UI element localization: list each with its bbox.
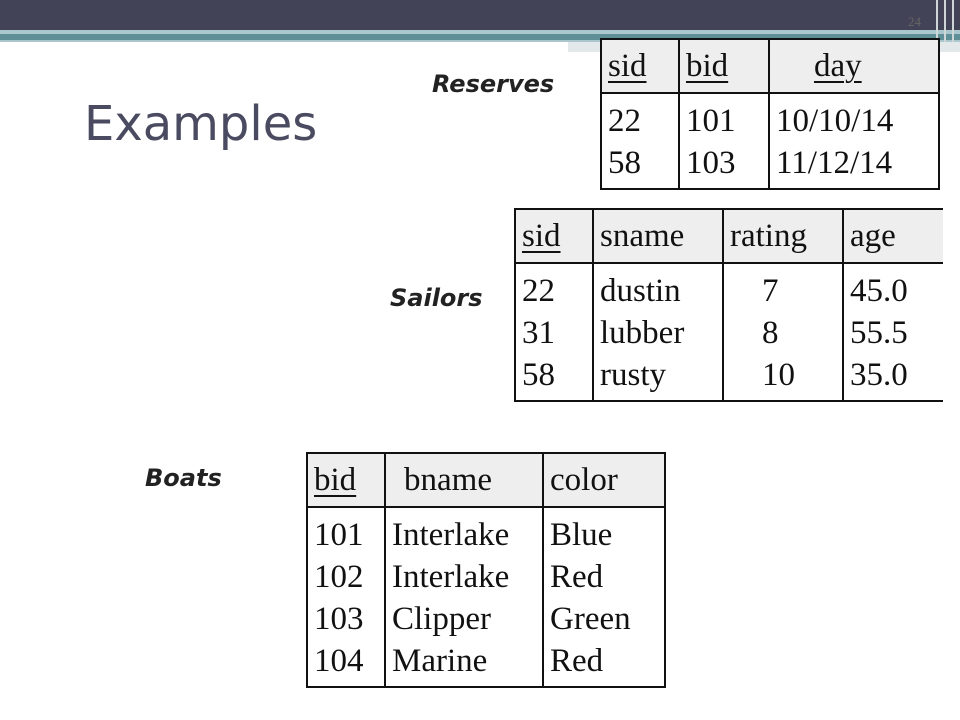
table-cell: 104 — [306, 640, 385, 688]
table-row: 103 Clipper Green — [306, 598, 666, 640]
table-cell: 10 — [722, 354, 843, 402]
slide-vertical-stripe — [944, 0, 946, 42]
column-header: rating — [722, 208, 843, 264]
table-row: 58 rusty 10 35.0 — [514, 354, 943, 402]
column-header: color — [542, 452, 666, 508]
reserves-label: Reserves — [432, 70, 555, 98]
table-cell: lubber — [592, 312, 723, 354]
table-cell: 22 — [600, 93, 679, 142]
column-header: sname — [592, 208, 723, 264]
slide-top-band-dark — [0, 34, 960, 40]
column-header: day — [768, 38, 940, 94]
slide-vertical-stripe — [952, 0, 954, 42]
column-header: bid — [678, 38, 769, 94]
table-header-row: sid sname rating age — [514, 208, 943, 264]
table-cell: Marine — [384, 640, 543, 688]
column-header: sid — [600, 38, 679, 94]
table-cell: Clipper — [384, 598, 543, 640]
table-row: 101 Interlake Blue — [306, 507, 666, 556]
table-cell: 7 — [722, 263, 843, 312]
table-cell: 35.0 — [842, 354, 943, 402]
table-row: 31 lubber 8 55.5 — [514, 312, 943, 354]
table-cell: 31 — [514, 312, 593, 354]
column-header: bname — [384, 452, 543, 508]
table-cell: 8 — [722, 312, 843, 354]
table-cell: 102 — [306, 556, 385, 598]
table-cell: 45.0 — [842, 263, 943, 312]
table-cell: dustin — [592, 263, 723, 312]
table-cell: 58 — [600, 142, 679, 190]
table-cell: 10/10/14 — [768, 93, 940, 142]
column-header: sid — [514, 208, 593, 264]
page-number: 24 — [908, 14, 921, 29]
boats-label: Boats — [145, 464, 222, 492]
table-cell: Red — [542, 640, 666, 688]
column-header: age — [842, 208, 943, 264]
table-cell: 103 — [306, 598, 385, 640]
table-cell: 55.5 — [842, 312, 943, 354]
table-cell: Blue — [542, 507, 666, 556]
slide-vertical-stripe — [936, 0, 938, 42]
table-cell: Interlake — [384, 556, 543, 598]
table-header-row: bid bname color — [306, 452, 666, 508]
table-cell: 101 — [306, 507, 385, 556]
table-row: 22 dustin 7 45.0 — [514, 263, 943, 312]
table-cell: rusty — [592, 354, 723, 402]
table-row: 104 Marine Red — [306, 640, 666, 688]
column-header: bid — [306, 452, 385, 508]
table-row: 22 101 10/10/14 — [600, 93, 940, 142]
table-cell: Red — [542, 556, 666, 598]
boats-table: bid bname color 101 Interlake Blue 102 I… — [306, 452, 666, 688]
table-cell: Interlake — [384, 507, 543, 556]
table-cell: 103 — [678, 142, 769, 190]
slide-title: Examples — [84, 96, 318, 152]
table-cell: 101 — [678, 93, 769, 142]
table-row: 102 Interlake Red — [306, 556, 666, 598]
sailors-label: Sailors — [390, 284, 483, 312]
table-header-row: sid bid day — [600, 38, 940, 94]
reserves-table: sid bid day 22 101 10/10/14 58 103 11/12… — [600, 38, 940, 190]
slide-top-bar — [0, 0, 960, 30]
table-row: 58 103 11/12/14 — [600, 142, 940, 190]
table-cell: 58 — [514, 354, 593, 402]
table-cell: 22 — [514, 263, 593, 312]
table-cell: 11/12/14 — [768, 142, 940, 190]
sailors-table: sid sname rating age 22 dustin 7 45.0 31… — [514, 208, 943, 402]
table-cell: Green — [542, 598, 666, 640]
